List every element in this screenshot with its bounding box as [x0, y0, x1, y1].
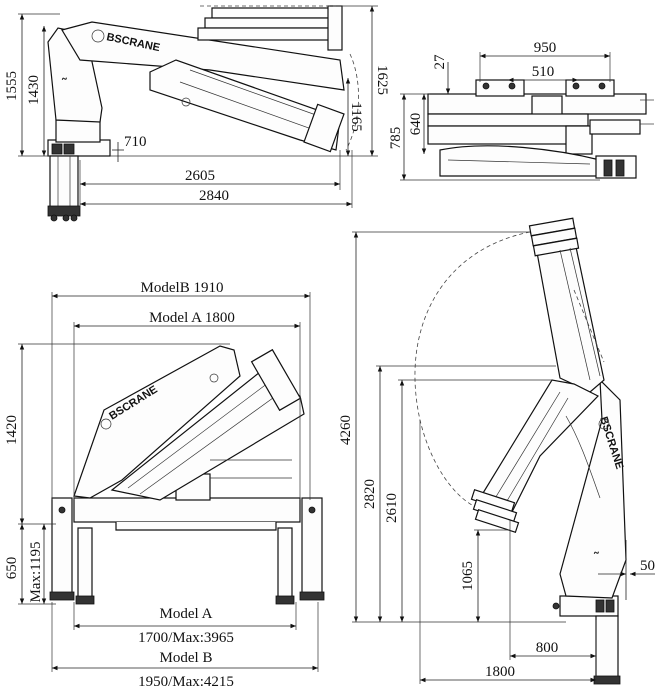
dim-1065: 1065	[460, 561, 476, 591]
dim-710: 710	[124, 134, 147, 150]
dim-model-b-1950: 1950/Max:4215	[138, 674, 234, 690]
front-main-boom	[73, 345, 241, 499]
svg-text:~: ~	[62, 74, 67, 84]
dim-800: 800	[536, 640, 559, 656]
main-boom	[61, 21, 345, 91]
dim-2610: 2610	[384, 493, 400, 523]
dim-510: 510	[532, 64, 555, 80]
top-left-view-folded-side: ~ BSCRANE 1555 1430 1625 1	[4, 5, 390, 222]
dim-785: 785	[388, 127, 404, 150]
dim-model-b-1910: ModelB 1910	[141, 280, 224, 296]
dim-2820: 2820	[362, 479, 378, 509]
dim-27: 27	[432, 54, 448, 70]
dim-4260: 4260	[338, 415, 354, 445]
dim-1625: 1625	[374, 65, 390, 95]
dim-650: 650	[4, 557, 20, 580]
column-base	[47, 119, 111, 222]
dim-640: 640	[408, 113, 424, 136]
dim-1555: 1555	[4, 71, 20, 101]
telescopic-sections	[197, 5, 343, 51]
column-base-right	[552, 595, 621, 685]
outrigger-legs	[49, 497, 325, 605]
dim-1800: 1800	[485, 664, 515, 680]
bottom-right-view-extended: BSCRANE ~ 4260 2820 2610 1065	[338, 217, 655, 685]
dim-2605: 2605	[185, 168, 215, 184]
dim-model-a-1800: Model A 1800	[149, 310, 235, 326]
dim-model-a-1700: 1700/Max:3965	[138, 630, 234, 646]
column-right	[559, 378, 627, 599]
svg-text:~: ~	[594, 548, 599, 558]
dim-max-1195: Max:1195	[28, 541, 44, 602]
bottom-left-view-front: BSCRANE ModelB 1910 Model A 1800 1420 Ma…	[4, 280, 325, 690]
dim-model-a-label: Model A	[160, 606, 213, 622]
top-right-view-plan: 950 510 27 785 640	[388, 40, 654, 181]
dim-model-b-label: Model B	[160, 650, 213, 666]
dim-950: 950	[534, 40, 557, 56]
dim-2840: 2840	[199, 188, 229, 204]
dim-50: 50	[640, 558, 655, 574]
dim-1165: 1165	[348, 102, 364, 131]
dim-1430: 1430	[26, 75, 42, 105]
front-extension-boom	[110, 371, 305, 501]
dim-1420: 1420	[4, 415, 20, 445]
